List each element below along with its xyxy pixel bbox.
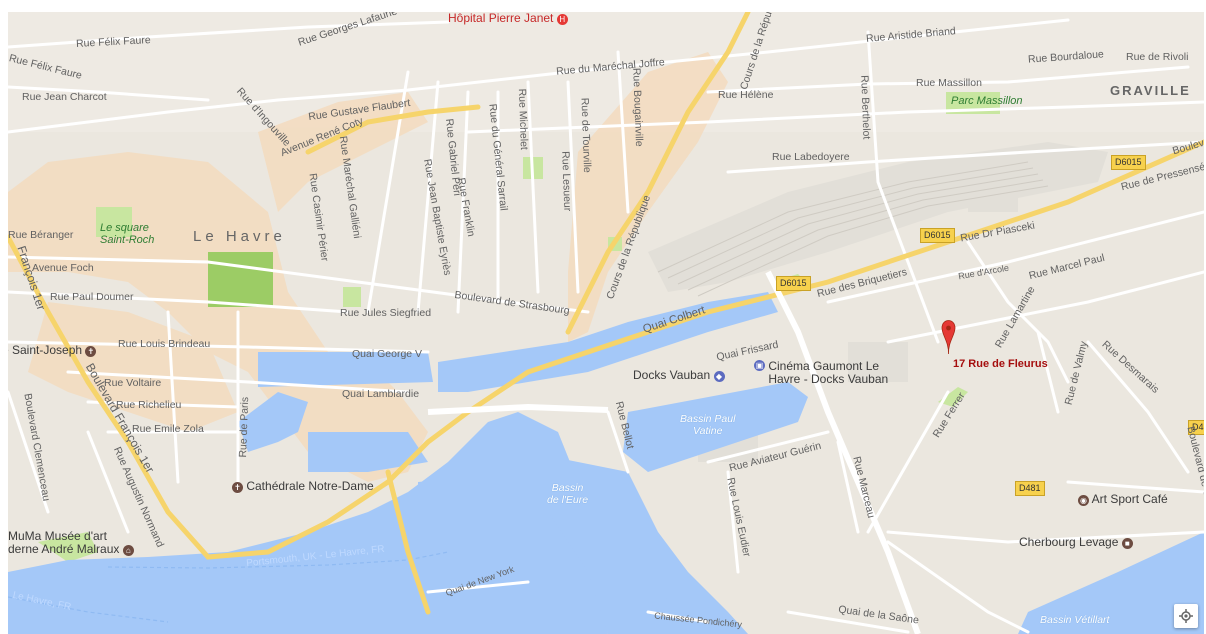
marker-label[interactable]: 17 Rue de Fleurus — [953, 358, 1048, 370]
pin-marker-graphic — [941, 320, 956, 355]
street-label: Avenue Foch — [32, 262, 94, 274]
water-bassin-vetillart: Bassin Vétillart — [1040, 614, 1110, 626]
street-label: Rue Lesueur — [559, 150, 574, 212]
water-bassin-paul-vatine: Bassin Paul Vatine — [680, 413, 736, 437]
street-label: Rue Richelieu — [116, 399, 182, 411]
map-canvas[interactable]: D6015 D6015 D6015 D481 D48 Le Havre GRAV… — [8, 12, 1204, 634]
water-bassin-eure: Bassin de l'Eure — [547, 482, 589, 506]
road-shield: D48 — [1188, 420, 1204, 435]
street-label: Rue de Tourville — [578, 97, 594, 173]
church-icon: ✝ — [85, 346, 97, 357]
street-label: Rue Jules Siegfried — [340, 307, 432, 319]
street-label: Rue de Paris — [237, 396, 252, 458]
poi-muma[interactable]: MuMa Musée d'art derne André Malraux ⌂ — [8, 530, 134, 556]
street-label: Rue Emile Zola — [132, 423, 204, 435]
poi-cathedrale[interactable]: ✝ Cathédrale Notre-Dame — [232, 480, 374, 493]
park-square-saint-roch: Le square Saint-Roch — [100, 222, 155, 246]
poi-hopital[interactable]: Hôpital Pierre Janet H — [448, 12, 568, 25]
poi-docks-vauban[interactable]: Docks Vauban ◆ — [633, 369, 725, 382]
street-label: Rue Labedoyere — [772, 151, 850, 163]
road-shield: D6015 — [920, 228, 955, 243]
shopping-icon: ◆ — [713, 371, 725, 382]
poi-saint-joseph[interactable]: e Saint-Joseph ✝ — [8, 344, 97, 357]
cafe-icon: ◉ — [1078, 495, 1089, 506]
business-icon: ■ — [1121, 538, 1133, 549]
district-graville: GRAVILLE — [1110, 83, 1191, 98]
road-shield: D6015 — [776, 276, 811, 291]
street-label: Rue Massillon — [916, 77, 982, 89]
poi-art-sport[interactable]: ◉ Art Sport Café — [1078, 492, 1168, 506]
cinema-icon: ▣ — [754, 360, 765, 371]
church-icon: ✝ — [232, 482, 243, 493]
road-shield: D481 — [1015, 481, 1045, 496]
street-label: Quai George V — [352, 348, 423, 360]
park-massillon: Parc Massillon — [951, 95, 1023, 107]
district-le-havre: Le Havre — [193, 228, 286, 245]
road-shield: D6015 — [1111, 155, 1146, 170]
street-label: Quai Lamblardie — [342, 388, 420, 400]
street-label: Rue Louis Brindeau — [118, 338, 211, 350]
street-label: Rue Voltaire — [104, 377, 162, 389]
my-location-button[interactable] — [1174, 604, 1198, 628]
street-label: Rue Berthelot — [858, 74, 873, 140]
street-label: Rue Michelet — [515, 88, 530, 151]
street-label: Rue Bougainville — [630, 67, 646, 147]
street-label: Rue Paul Doumer — [50, 291, 134, 303]
street-label: Rue de Rivoli — [1126, 51, 1189, 63]
hospital-icon: H — [556, 14, 568, 25]
my-location-icon — [1179, 609, 1193, 623]
street-label: Rue Hélène — [718, 89, 774, 101]
poi-cinema[interactable]: ▣ Cinéma Gaumont Le Havre - Docks Vauban — [754, 359, 889, 386]
map-base — [8, 12, 1204, 634]
museum-icon: ⌂ — [122, 545, 134, 556]
poi-cherbourg[interactable]: Cherbourg Levage ■ — [1019, 536, 1133, 549]
street-label: Rue Jean Charcot — [22, 91, 107, 103]
street-label: Rue Béranger — [8, 229, 74, 241]
